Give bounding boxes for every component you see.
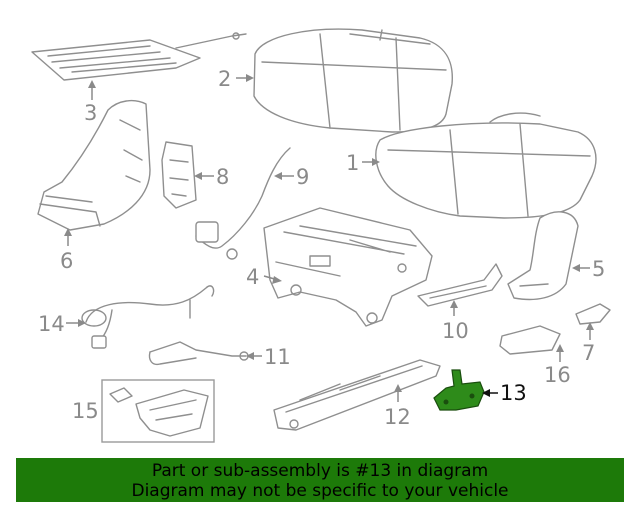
part-9-cable	[195, 147, 291, 260]
part-14-wiring-harness	[81, 285, 215, 349]
callout-9: 9	[296, 165, 309, 189]
info-banner: Part or sub-assembly is #13 in diagram D…	[16, 458, 624, 502]
callout-8: 8	[216, 165, 229, 189]
leader-lines	[64, 74, 594, 402]
part-3-heater-mat	[31, 32, 247, 81]
callout-labels: 3 2 1 6 8 9 4 5 10 7 16 14 11 12 13 15	[38, 67, 605, 429]
callout-12: 12	[384, 405, 411, 429]
part-12-seat-track	[273, 359, 441, 431]
callout-13: 13	[500, 381, 527, 405]
callout-7: 7	[582, 341, 595, 365]
part-1-seat-cover	[375, 112, 597, 219]
callout-2: 2	[218, 67, 231, 91]
banner-line-1: Part or sub-assembly is #13 in diagram	[151, 461, 489, 481]
callout-16: 16	[544, 363, 571, 387]
callout-6: 6	[60, 249, 73, 273]
callout-3: 3	[84, 101, 97, 125]
parts-diagram: 3 2 1 6 8 9 4 5 10 7 16 14 11 12 13 15	[31, 28, 611, 443]
part-2-seat-cushion-pad	[253, 28, 453, 133]
part-7-handle	[575, 303, 611, 325]
part-4-seat-adjuster	[263, 207, 433, 327]
callout-4: 4	[246, 265, 259, 289]
callout-11: 11	[264, 345, 291, 369]
part-10-track-bracket	[417, 263, 503, 307]
callout-10: 10	[442, 319, 469, 343]
callout-15: 15	[72, 399, 99, 423]
callout-5: 5	[592, 257, 605, 281]
part-5-side-trim	[507, 211, 579, 301]
part-8-bracket	[161, 141, 197, 209]
part-15-kit-box	[101, 379, 215, 443]
callout-14: 14	[38, 312, 65, 336]
part-11-rod	[148, 341, 249, 366]
part-13-highlighted-component	[433, 369, 485, 411]
part-6-side-shield	[37, 99, 151, 231]
callout-1: 1	[346, 151, 359, 175]
part-16-cap	[499, 325, 561, 355]
banner-line-2: Diagram may not be specific to your vehi…	[131, 481, 509, 501]
